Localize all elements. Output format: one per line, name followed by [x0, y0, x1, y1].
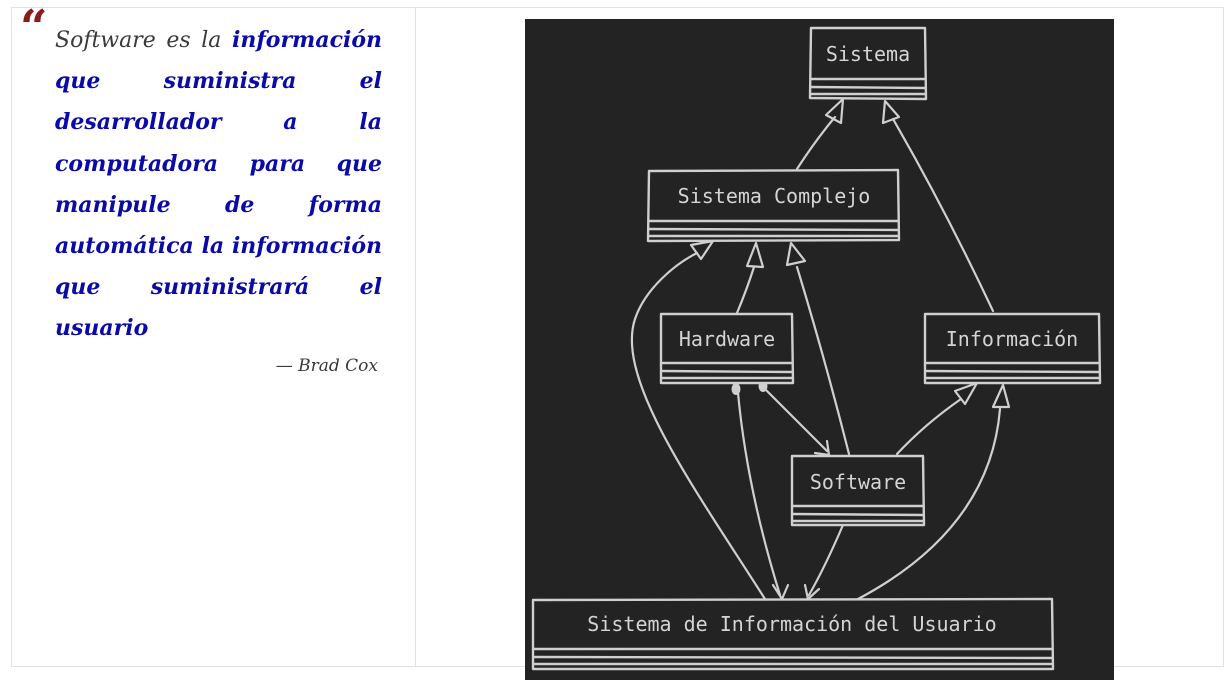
blockquote: Software es la información que suministr…	[55, 20, 382, 350]
class-hardware	[659, 312, 795, 385]
arrowhead-software-from-hardware	[813, 439, 831, 457]
edge-software-to-informacion	[895, 397, 963, 456]
label-informacion: Información	[946, 327, 1078, 351]
arrowhead-informacion-from-software	[953, 381, 979, 406]
class-diagram: Sistema Sistema Complejo Hardware Inform…	[525, 19, 1114, 680]
edge-sistema-complejo-to-sistema	[795, 115, 837, 171]
composition-diamond-hardware-a	[731, 383, 741, 395]
edge-hardware-to-siu	[736, 391, 782, 597]
class-diagram-svg: Sistema Sistema Complejo Hardware Inform…	[531, 26, 1102, 671]
arrowhead-complejo-from-siu	[689, 239, 715, 261]
edge-siu-to-informacion	[856, 407, 1002, 601]
edge-software-to-sistema-complejo	[795, 265, 851, 456]
label-sistema-complejo: Sistema Complejo	[678, 184, 871, 208]
edge-informacion-to-sistema	[891, 117, 995, 313]
edge-hardware-to-sistema-complejo	[735, 265, 756, 315]
arrowhead-complejo-from-hardware	[745, 241, 765, 269]
label-siu: Sistema de Información del Usuario	[587, 612, 996, 636]
class-sistema-complejo	[646, 168, 901, 243]
edge-siu-to-sistema-complejo	[630, 251, 767, 601]
quote-emphasis: información que suministra el desarrolla…	[55, 27, 383, 342]
edge-hardware-to-software	[763, 387, 829, 453]
arrowhead-siu-from-software	[803, 583, 821, 601]
arrowhead-complejo-from-software	[785, 241, 807, 267]
column-divider	[415, 7, 416, 667]
quote-mark-icon: “	[20, 0, 48, 56]
arrowhead-siu-from-hardware	[771, 583, 790, 601]
label-hardware: Hardware	[679, 327, 775, 351]
arrowhead-informacion-from-siu	[991, 383, 1011, 409]
label-software: Software	[810, 470, 906, 494]
edge-software-to-siu	[807, 523, 845, 597]
class-sistema	[808, 26, 928, 101]
class-informacion	[923, 312, 1102, 385]
quote-author: — Brad Cox	[275, 356, 378, 376]
label-sistema: Sistema	[826, 42, 910, 66]
arrowhead-sistema-from-complejo	[824, 97, 845, 125]
arrowhead-sistema-from-informacion	[881, 99, 901, 125]
class-sistema-informacion-usuario	[531, 597, 1055, 671]
class-software	[790, 454, 926, 527]
quote-lead: Software es la	[55, 28, 222, 53]
